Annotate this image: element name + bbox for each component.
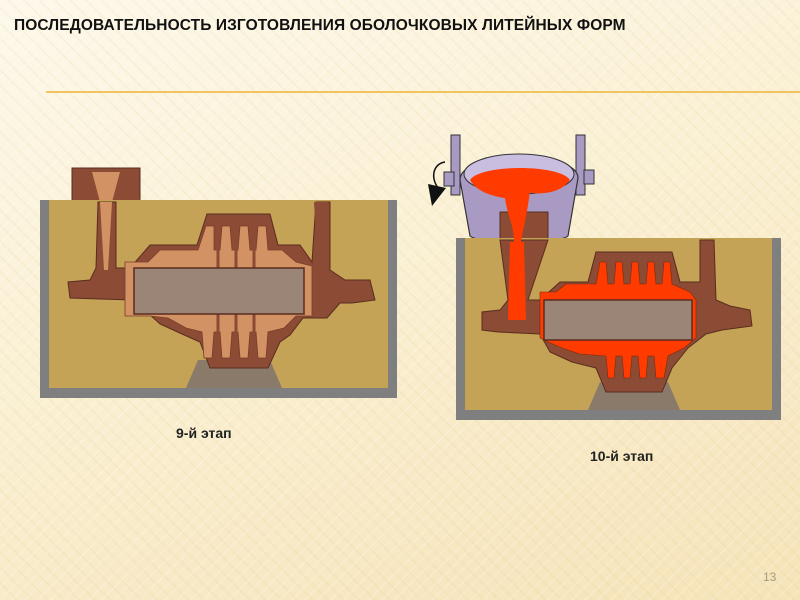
metal-stream — [504, 190, 530, 246]
sprue-metal — [508, 242, 526, 320]
ladle-molten-metal — [470, 168, 570, 200]
ladle-pivot-right — [583, 169, 595, 185]
page-number: 13 — [763, 570, 777, 584]
sand-core-2 — [543, 299, 693, 341]
slide-title: ПОСЛЕДОВАТЕЛЬНОСТЬ ИЗГОТОВЛЕНИЯ ОБОЛОЧКО… — [14, 17, 626, 34]
ladle-pivot-left — [443, 171, 455, 187]
ladle-handle-left — [450, 134, 461, 196]
stage-9-illustration — [40, 167, 397, 398]
riser — [314, 202, 328, 264]
sprue-cup-opening — [92, 172, 120, 202]
tilt-arrow-icon — [428, 184, 446, 206]
sand-core — [133, 267, 305, 315]
sprue-channel — [100, 202, 112, 270]
title-underline — [46, 91, 800, 93]
stage-10-illustration — [428, 134, 781, 420]
stage-9-caption: 9-й этап — [176, 425, 232, 441]
ladle-handle-right — [575, 134, 586, 196]
stage-10-caption: 10-й этап — [590, 448, 654, 464]
